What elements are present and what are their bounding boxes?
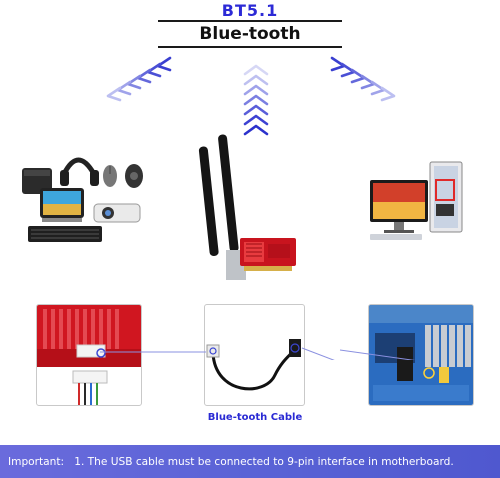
- connection-lines: [100, 347, 416, 360]
- desktop-pc-icon: [370, 161, 463, 240]
- bluetooth-title: Blue-tooth: [199, 24, 301, 44]
- cable-icon: [206, 339, 301, 391]
- bluetooth-cable-label: Blue-tooth Cable: [207, 412, 303, 423]
- motherboard-image: [369, 305, 473, 405]
- card-connector-image: [37, 305, 141, 405]
- title-bottom-rule: [158, 46, 342, 48]
- bluetooth-cable-panel: [204, 304, 305, 406]
- card-connector-panel: [36, 304, 142, 406]
- bluetooth-version-label: BT5.1: [221, 1, 279, 20]
- important-label: Important:: [8, 456, 65, 468]
- notice-banner: [0, 445, 500, 478]
- devices-cluster-icon: [22, 157, 143, 242]
- important-message: 1. The USB cable must be connected to 9-…: [74, 456, 454, 468]
- motherboard-header-panel: [368, 304, 474, 406]
- title-top-rule: [158, 20, 342, 22]
- important-notice: Important: 1. The USB cable must be conn…: [8, 456, 500, 468]
- signal-chevrons-icon: [106, 56, 396, 136]
- wifi-card-icon: [198, 134, 296, 280]
